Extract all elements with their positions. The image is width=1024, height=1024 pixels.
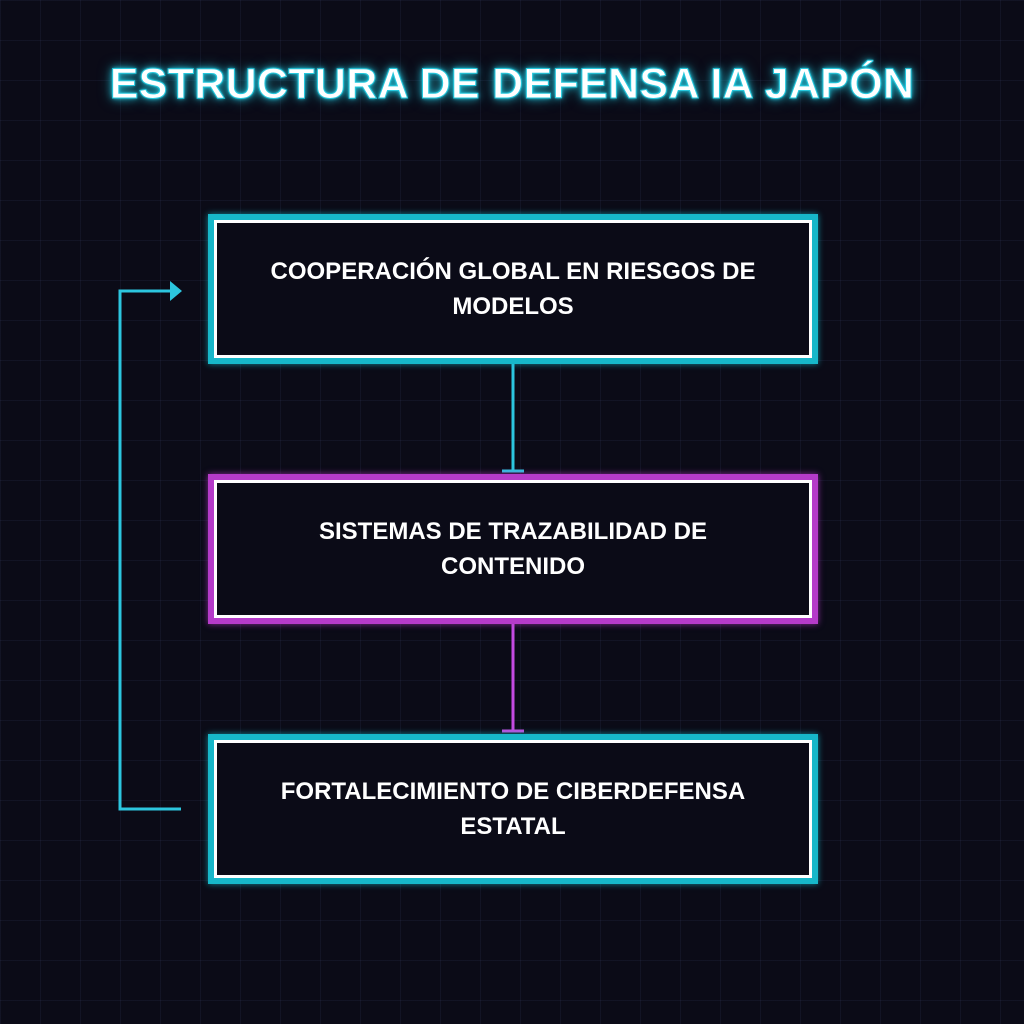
arrowhead-icon [170, 281, 182, 301]
node-ciberdefensa-estatal: FORTALECIMIENTO DE CIBERDEFENSA ESTATAL [208, 734, 818, 884]
edge-node-1-to-node-2 [502, 364, 524, 473]
node-frame: COOPERACIÓN GLOBAL EN RIESGOS DE MODELOS [214, 220, 812, 358]
node-trazabilidad-contenido: SISTEMAS DE TRAZABILIDAD DE CONTENIDO [208, 474, 818, 624]
node-frame: FORTALECIMIENTO DE CIBERDEFENSA ESTATAL [214, 740, 812, 878]
node-frame: SISTEMAS DE TRAZABILIDAD DE CONTENIDO [214, 480, 812, 618]
node-label: SISTEMAS DE TRAZABILIDAD DE CONTENIDO [318, 518, 707, 580]
node-label: COOPERACIÓN GLOBAL EN RIESGOS DE MODELOS [270, 258, 756, 320]
node-label: FORTALECIMIENTO DE CIBERDEFENSA ESTATAL [280, 778, 746, 840]
diagram-title: ESTRUCTURA DE DEFENSA IA JAPÓN [109, 60, 915, 109]
edge-node-2-to-node-3 [502, 624, 524, 733]
node-cooperacion-global: COOPERACIÓN GLOBAL EN RIESGOS DE MODELOS [208, 214, 818, 364]
edge-node-3-to-node-1 [118, 281, 182, 811]
